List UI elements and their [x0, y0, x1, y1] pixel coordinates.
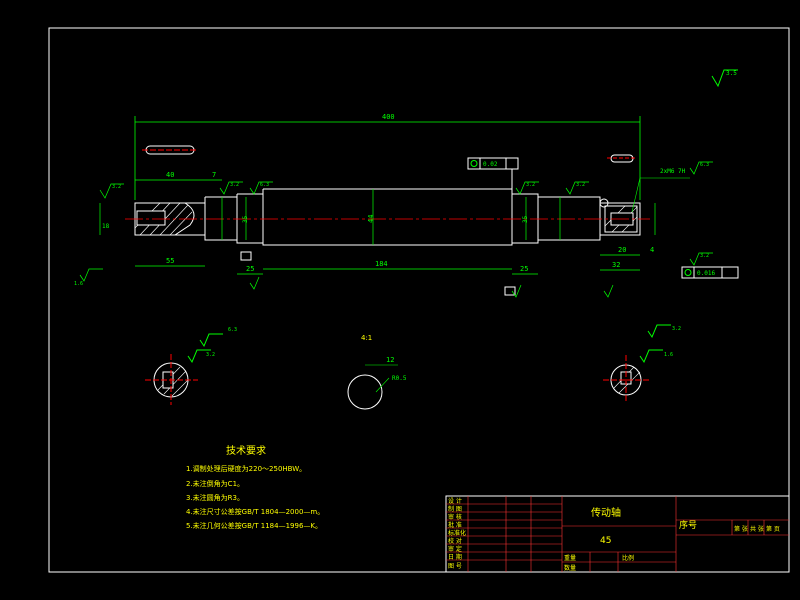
serial-label: 序号 [679, 519, 697, 531]
svg-text:比例: 比例 [622, 554, 634, 562]
svg-text:标准化: 标准化 [448, 529, 466, 537]
dia-left-journal: 35 [242, 215, 249, 223]
technical-requirements: 技术要求 1.调制处理后硬度为220～250HBW。 2.未注倒角为C1。 3.… [186, 444, 324, 530]
dim-center-bottom: 184 [375, 260, 388, 268]
svg-text:重量: 重量 [564, 554, 576, 562]
right-end-section [599, 198, 638, 233]
svg-text:制 图: 制 图 [448, 505, 462, 513]
title-block: 设 计 制 图 审 核 批 准 标准化 校 对 审 定 日 期 图 号 传动轴 … [445, 495, 790, 573]
left-end-section [134, 202, 195, 236]
svg-text:R0.5: R0.5 [392, 375, 407, 382]
svg-text:1.6: 1.6 [74, 281, 83, 287]
shaft-outline [134, 188, 641, 246]
material: 45 [600, 536, 611, 546]
tolerance-frame-top: 0.02 [467, 157, 519, 189]
dim-left-chamfer: 7 [212, 171, 216, 179]
dia-right-journal: 35 [522, 215, 529, 223]
tolerance-frame-right: 0.016 [681, 266, 739, 279]
svg-text:日 期: 日 期 [448, 553, 462, 561]
dia-center: 44 [367, 215, 375, 223]
svg-text:共 张: 共 张 [750, 525, 764, 533]
svg-text:6.3: 6.3 [228, 327, 237, 333]
dim-left-end: 40 [166, 171, 174, 179]
svg-text:审 定: 审 定 [448, 545, 462, 553]
diameter-dimensions [99, 189, 656, 245]
svg-text:批 准: 批 准 [448, 521, 462, 529]
overall-length-dimension: 400 [134, 113, 641, 200]
svg-text:4:1: 4:1 [361, 334, 372, 342]
svg-text:图 号: 图 号 [448, 563, 462, 570]
section-view-right: 3.2 1.6 [603, 324, 681, 402]
svg-text:数量: 数量 [564, 564, 576, 572]
roughness-symbols [79, 161, 713, 298]
requirement-item: 4.未注尺寸公差按GB/T 1804—2000—m。 [186, 507, 324, 516]
svg-text:6.3: 6.3 [260, 182, 269, 188]
datum-b-box [504, 286, 516, 296]
svg-text:0.02: 0.02 [483, 161, 498, 168]
svg-text:第 张: 第 张 [734, 525, 748, 533]
requirements-title: 技术要求 [226, 444, 266, 457]
svg-text:3.5: 3.5 [726, 70, 737, 77]
svg-text:1.6: 1.6 [664, 352, 673, 358]
svg-text:审 核: 审 核 [448, 513, 462, 521]
thread-note: 2xM6 7H [660, 168, 686, 175]
svg-text:12: 12 [386, 356, 394, 364]
part-name: 传动轴 [591, 506, 621, 519]
requirement-item: 3.未注圆角为R3。 [186, 493, 244, 502]
svg-text:校 对: 校 对 [448, 537, 462, 545]
detail-view: 4:1 12 R0.5 [347, 334, 407, 410]
svg-text:第 页: 第 页 [766, 525, 780, 533]
requirement-item: 1.调制处理后硬度为220～250HBW。 [186, 464, 306, 473]
dim-seg-left: 25 [246, 265, 254, 273]
dim-right-32: 32 [612, 261, 620, 269]
svg-text:设 计: 设 计 [448, 497, 462, 505]
svg-text:3.2: 3.2 [112, 184, 121, 190]
dim-right-20: 20 [618, 246, 626, 254]
drawing-border [48, 27, 790, 573]
section-view-left: 6.3 3.2 [145, 327, 237, 405]
roughness-symbol-general: 3.5 [711, 69, 738, 88]
svg-text:3.2: 3.2 [576, 182, 585, 188]
dim-overall: 400 [382, 113, 395, 121]
requirement-item: 2.未注倒角为C1。 [186, 479, 244, 488]
svg-text:3.2: 3.2 [206, 352, 215, 358]
svg-text:0.016: 0.016 [697, 270, 715, 277]
dim-right-4: 4 [650, 246, 654, 254]
dim-18: 18 [102, 223, 110, 230]
svg-text:3.2: 3.2 [672, 326, 681, 332]
datum-a-box [240, 251, 252, 261]
length-dimensions [135, 179, 640, 275]
svg-text:3.2: 3.2 [526, 182, 535, 188]
dim-seg-right: 25 [520, 265, 528, 273]
svg-text:3.2: 3.2 [230, 182, 239, 188]
requirement-item: 5.未注几何公差按GB/T 1184—1996—K。 [186, 521, 322, 530]
svg-text:6.3: 6.3 [700, 162, 709, 168]
dim-left-bottom: 55 [166, 257, 174, 265]
svg-text:3.2: 3.2 [700, 253, 709, 259]
